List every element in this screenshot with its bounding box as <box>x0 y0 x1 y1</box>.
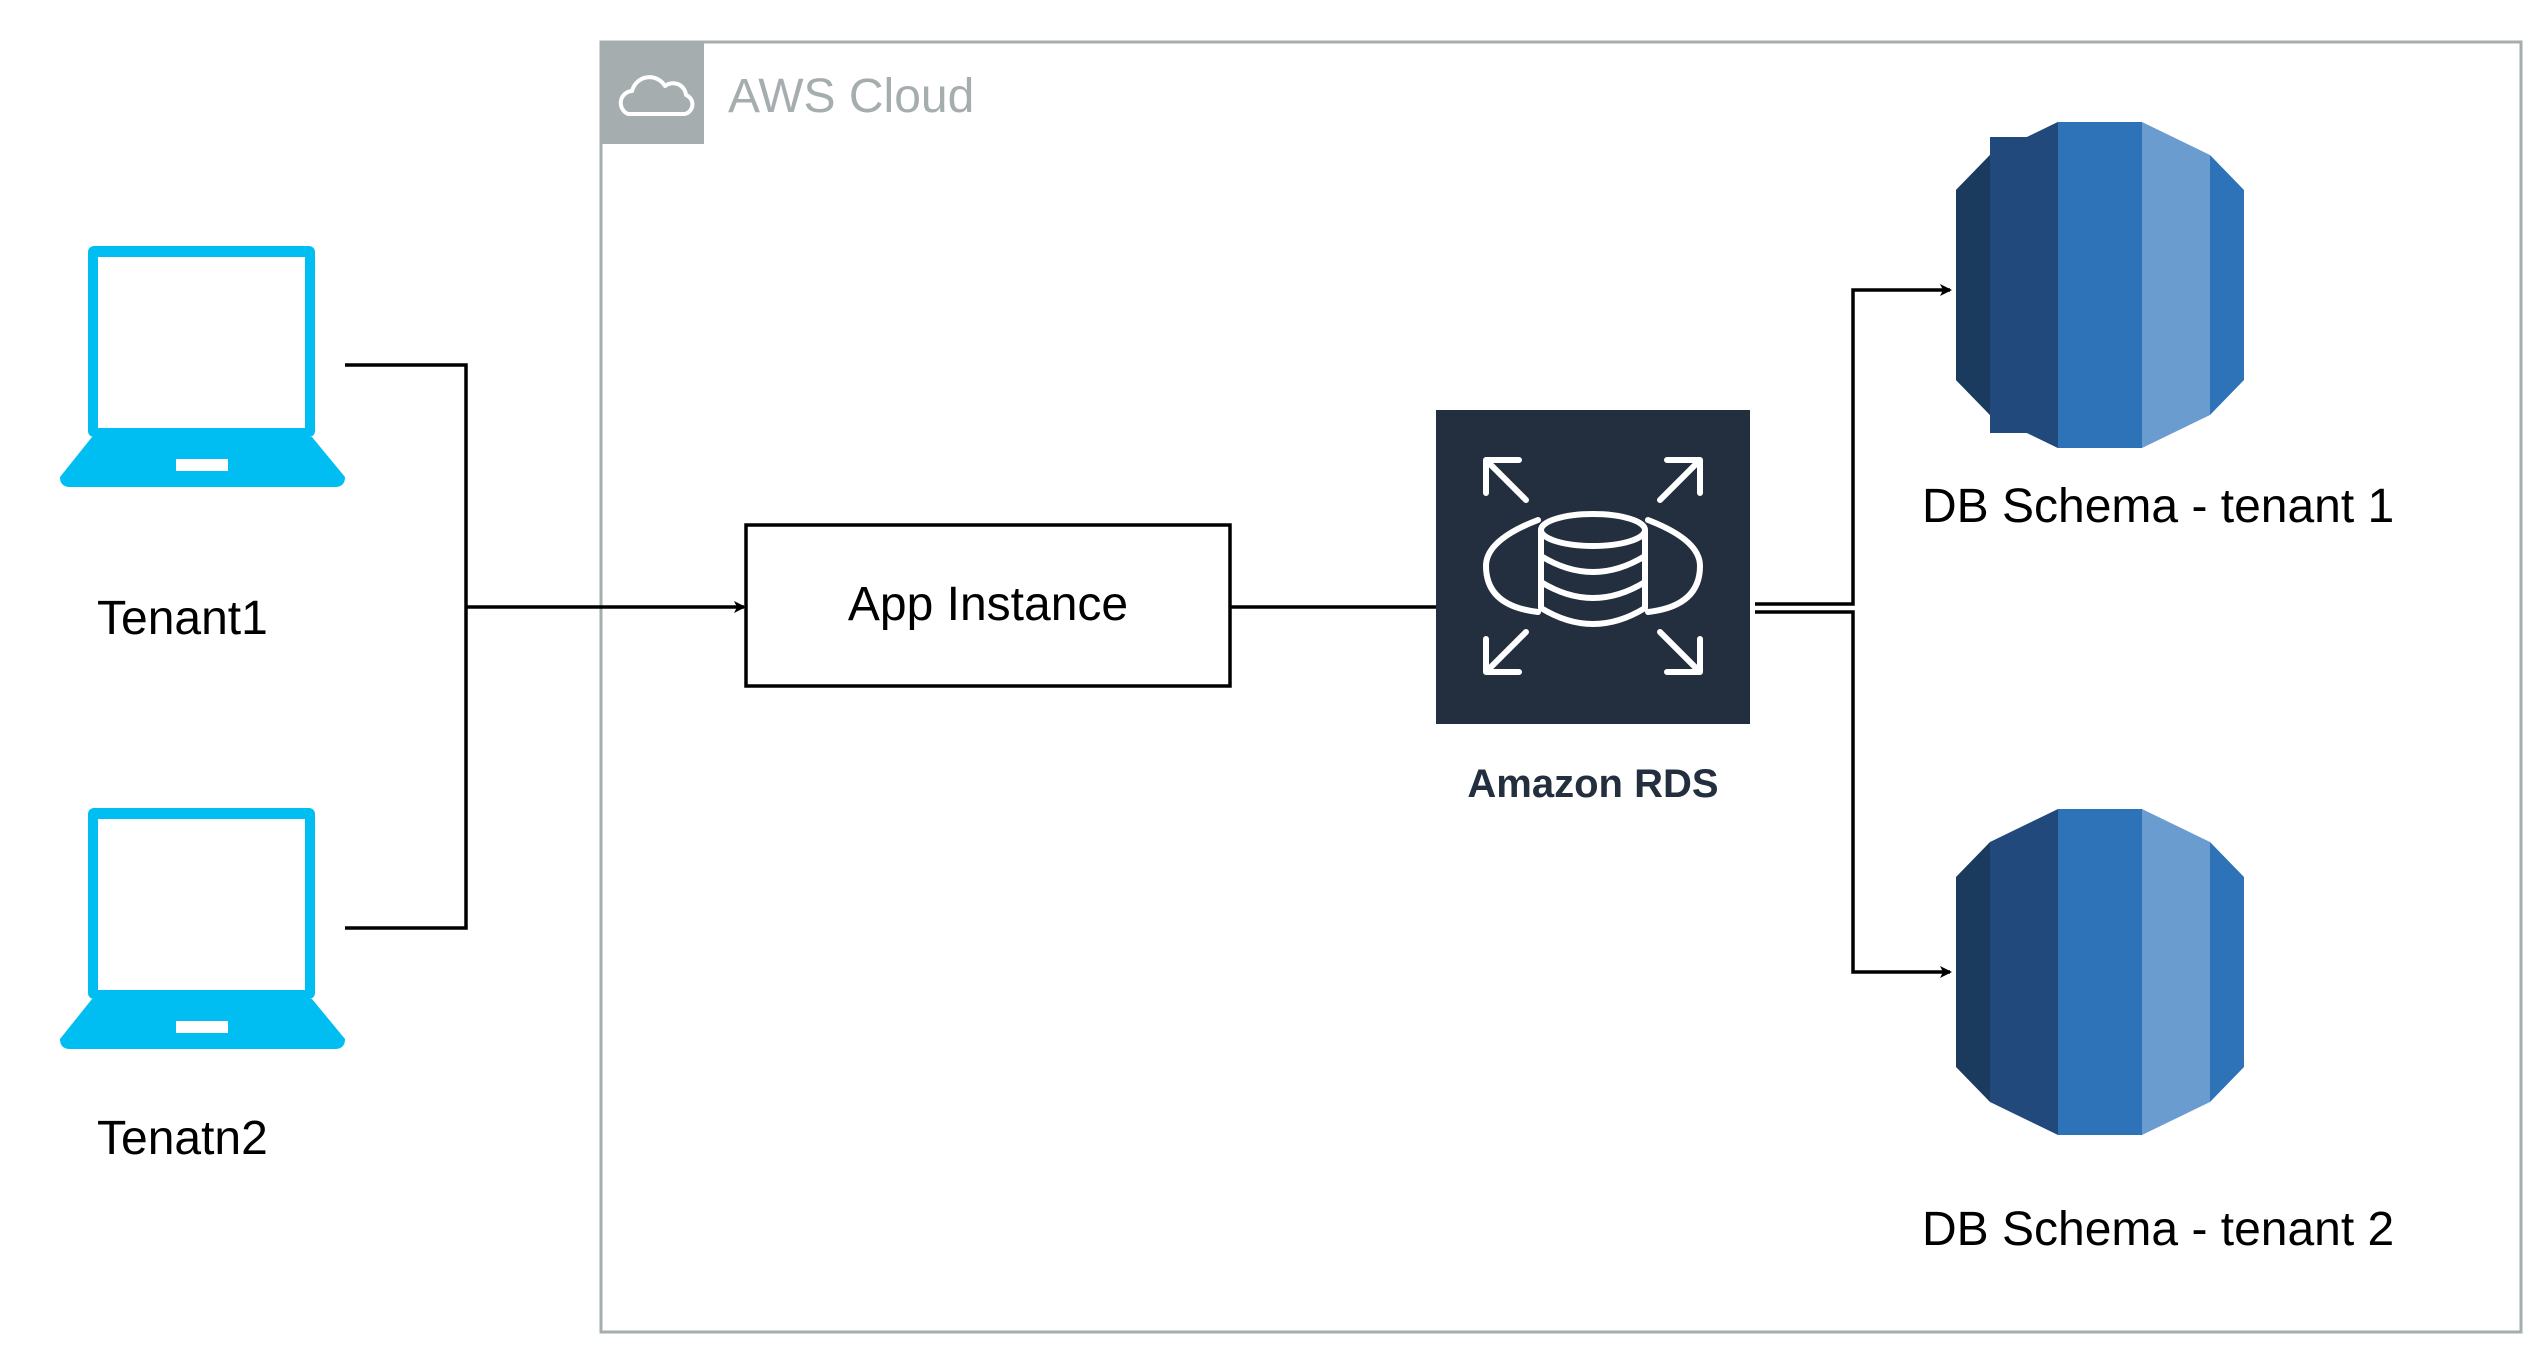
db-schema-tenant-1-label: DB Schema - tenant 1 <box>1922 480 2394 533</box>
db-schema-tenant-2[interactable]: DB Schema - tenant 2 <box>1922 809 2394 1256</box>
edge-tenant2-merge <box>345 607 468 930</box>
db-schema-tenant-2-label: DB Schema - tenant 2 <box>1922 1203 2394 1256</box>
tenant-2[interactable]: Tenatn2 <box>60 808 345 1165</box>
aws-cloud-group[interactable]: AWS Cloud <box>599 40 2523 1334</box>
aws-cloud-label: AWS Cloud <box>728 70 974 123</box>
edge-tenant1-merge <box>345 363 468 607</box>
tenant-1[interactable]: Tenant1 <box>60 246 345 645</box>
tenant-2-label: Tenatn2 <box>97 1112 268 1165</box>
db-schema-tenant-1[interactable]: DB Schema - tenant 1 <box>1922 122 2394 533</box>
amazon-rds-icon <box>1436 410 1750 724</box>
edge-rds-to-schema-1 <box>1755 284 1952 606</box>
app-instance-label: App Instance <box>848 578 1128 631</box>
cloud-icon <box>601 42 704 144</box>
laptop-icon <box>60 808 345 1049</box>
tenant-1-label: Tenant1 <box>97 592 268 645</box>
database-icon <box>1956 122 2244 448</box>
aws-cloud-border <box>599 40 2523 1334</box>
app-instance-node[interactable]: App Instance <box>744 523 1232 688</box>
database-icon <box>1956 809 2244 1135</box>
amazon-rds-node[interactable]: Amazon RDS <box>1436 410 1750 806</box>
edge-rds-to-schema-2 <box>1755 610 1952 978</box>
amazon-rds-label: Amazon RDS <box>1467 762 1718 806</box>
laptop-icon <box>60 246 345 487</box>
